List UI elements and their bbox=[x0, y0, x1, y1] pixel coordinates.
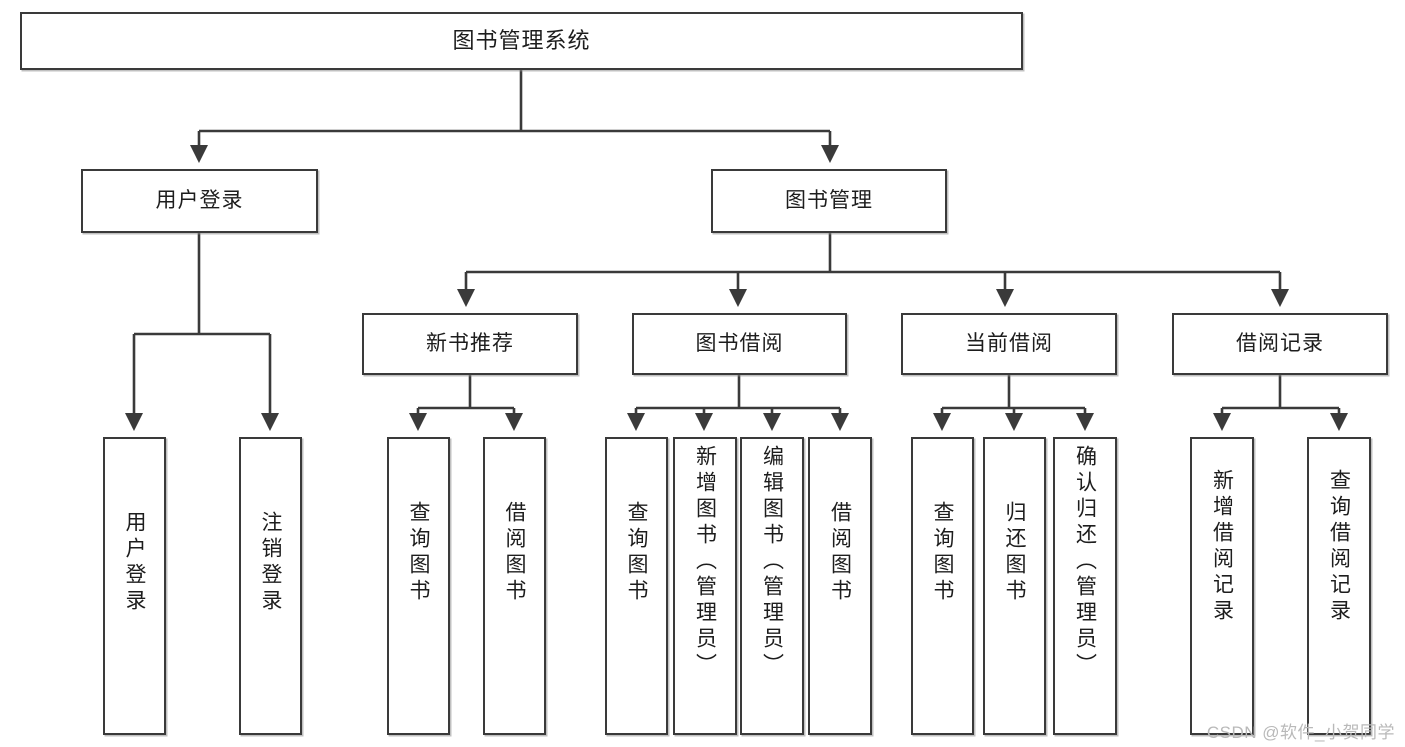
node-leaf-borrow-book-2-label: 借阅图书 bbox=[828, 501, 852, 605]
node-leaf-add-book[interactable]: 新增图书（管理员） bbox=[673, 437, 737, 735]
node-leaf-query-book-1[interactable]: 查询图书 bbox=[387, 437, 450, 735]
node-leaf-return-book-label: 归还图书 bbox=[1003, 501, 1026, 605]
node-leaf-user-login[interactable]: 用户登录 bbox=[103, 437, 166, 735]
node-leaf-query-book-3-label: 查询图书 bbox=[931, 501, 954, 605]
node-leaf-borrow-book-2[interactable]: 借阅图书 bbox=[808, 437, 872, 735]
node-new-book-rec[interactable]: 新书推荐 bbox=[362, 313, 578, 375]
node-leaf-logout-label: 注销登录 bbox=[259, 511, 282, 615]
node-leaf-add-book-label: 新增图书（管理员） bbox=[693, 445, 717, 679]
node-book-borrow-label: 图书借阅 bbox=[695, 331, 784, 355]
node-leaf-query-book-2[interactable]: 查询图书 bbox=[605, 437, 668, 735]
node-book-borrow[interactable]: 图书借阅 bbox=[632, 313, 847, 375]
node-leaf-query-book-1-label: 查询图书 bbox=[407, 501, 430, 605]
node-root-label: 图书管理系统 bbox=[452, 28, 591, 54]
node-leaf-add-record-label: 新增借阅记录 bbox=[1210, 469, 1234, 625]
node-current-borrow[interactable]: 当前借阅 bbox=[901, 313, 1117, 375]
node-leaf-user-login-label: 用户登录 bbox=[123, 511, 146, 615]
node-leaf-borrow-book-1[interactable]: 借阅图书 bbox=[483, 437, 546, 735]
node-leaf-query-book-3[interactable]: 查询图书 bbox=[911, 437, 974, 735]
node-leaf-confirm-return[interactable]: 确认归还（管理员） bbox=[1053, 437, 1117, 735]
node-root[interactable]: 图书管理系统 bbox=[20, 12, 1023, 70]
node-leaf-borrow-book-1-label: 借阅图书 bbox=[503, 501, 526, 605]
node-leaf-add-record[interactable]: 新增借阅记录 bbox=[1190, 437, 1254, 735]
node-borrow-record-label: 借阅记录 bbox=[1236, 331, 1324, 355]
node-leaf-query-record-label: 查询借阅记录 bbox=[1327, 469, 1351, 625]
node-book-manage-label: 图书管理 bbox=[785, 188, 873, 212]
node-user-login-label: 用户登录 bbox=[155, 188, 244, 212]
node-leaf-confirm-return-label: 确认归还（管理员） bbox=[1073, 445, 1097, 679]
node-leaf-query-record[interactable]: 查询借阅记录 bbox=[1307, 437, 1371, 735]
node-leaf-return-book[interactable]: 归还图书 bbox=[983, 437, 1046, 735]
node-new-book-rec-label: 新书推荐 bbox=[426, 331, 514, 355]
node-leaf-logout[interactable]: 注销登录 bbox=[239, 437, 302, 735]
watermark: CSDN @软件_小贺同学 bbox=[1206, 723, 1395, 742]
node-leaf-query-book-2-label: 查询图书 bbox=[625, 501, 648, 605]
node-leaf-edit-book-label: 编辑图书（管理员） bbox=[760, 445, 784, 679]
node-borrow-record[interactable]: 借阅记录 bbox=[1172, 313, 1388, 375]
node-leaf-edit-book[interactable]: 编辑图书（管理员） bbox=[740, 437, 804, 735]
node-user-login[interactable]: 用户登录 bbox=[81, 169, 318, 233]
node-current-borrow-label: 当前借阅 bbox=[965, 331, 1053, 355]
node-book-manage[interactable]: 图书管理 bbox=[711, 169, 947, 233]
